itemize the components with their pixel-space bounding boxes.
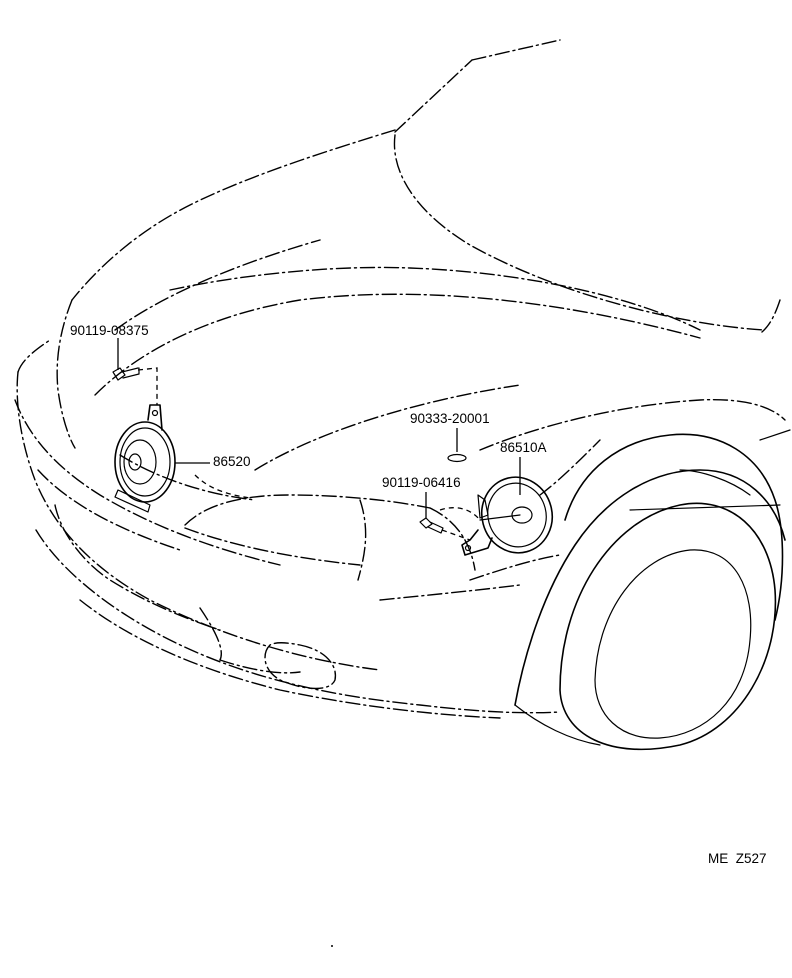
- part-number-90119-08375: 90119-08375: [70, 323, 149, 338]
- part-number-86520: 86520: [213, 454, 251, 469]
- horn-86520: [114, 404, 176, 513]
- part-number-86510A: 86510A: [500, 440, 547, 455]
- stray-dot: [331, 945, 333, 947]
- car-body-outline: [14, 39, 786, 719]
- clip-90333-20001: [447, 453, 467, 463]
- part-number-90333-20001: 90333-20001: [410, 411, 490, 426]
- part-number-90119-06416: 90119-06416: [382, 475, 461, 490]
- horn-86510A: [461, 476, 554, 556]
- leader-lines: [117, 338, 521, 521]
- bolt-90119-06416: [419, 517, 471, 541]
- diagram-code: ME Z527: [708, 851, 767, 866]
- wheel-and-fender: [514, 429, 791, 751]
